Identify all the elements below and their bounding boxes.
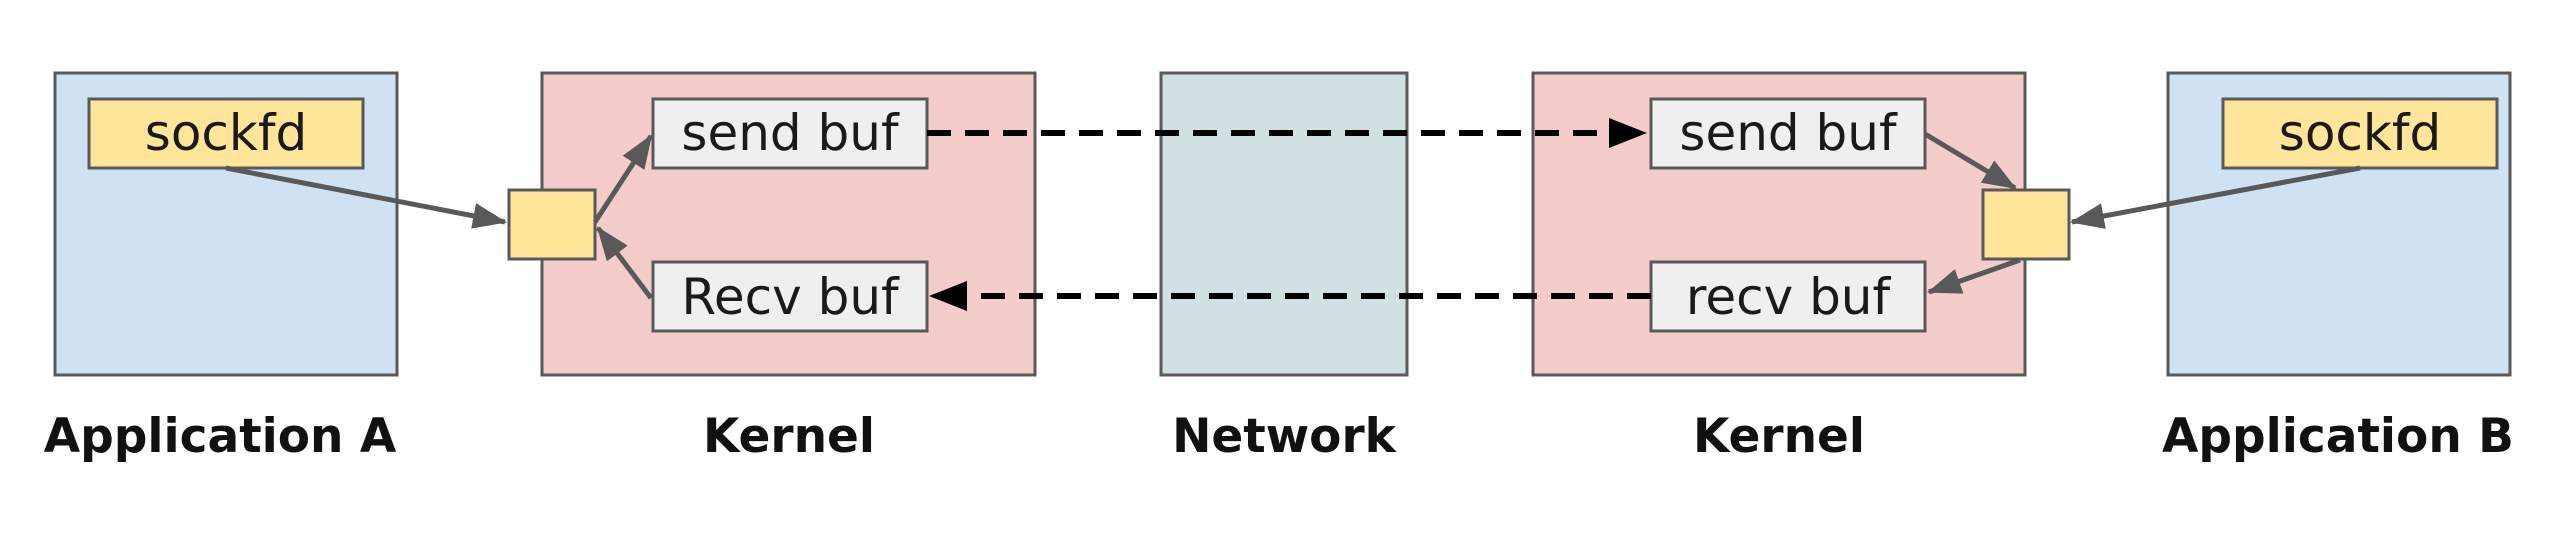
application-b-label: Application B — [2162, 409, 2514, 464]
arrow-send-buf-b-to-socket-b — [1923, 131, 2017, 191]
sockfd-a-box — [87, 97, 365, 170]
kernel-a-label: Kernel — [703, 409, 875, 464]
sockfd-a-label: sockfd — [145, 104, 307, 162]
kernel-a-recv-buffer — [651, 260, 929, 333]
arrow-sockfd-b-to-socket — [2070, 165, 2361, 229]
arrow-socket-b-to-recv-buf — [1927, 257, 2021, 295]
arrow-socket-a-to-send-buf — [592, 134, 654, 224]
kernel-b-send-buffer — [1649, 97, 1927, 170]
kernel-a-socket-box — [507, 188, 597, 261]
arrow-recv-buf-to-socket-a — [596, 226, 653, 300]
network-box — [1159, 71, 1409, 377]
kernel-b-socket-box — [1981, 188, 2071, 261]
arrow-sockfd-a-to-socket — [225, 165, 507, 229]
kernel-b-send-buffer-label: send buf — [1679, 104, 1898, 162]
application-a-label: Application A — [44, 409, 397, 464]
network-label: Network — [1172, 409, 1398, 464]
sockfd-b-label: sockfd — [2279, 104, 2441, 162]
kernel-a-recv-buffer-label: Recv buf — [681, 268, 900, 326]
kernel-b-recv-buffer-label: recv buf — [1686, 268, 1892, 326]
sockfd-b-box — [2221, 97, 2499, 170]
kernel-b-label: Kernel — [1693, 409, 1865, 464]
kernel-a-send-buffer-label: send buf — [681, 104, 900, 162]
